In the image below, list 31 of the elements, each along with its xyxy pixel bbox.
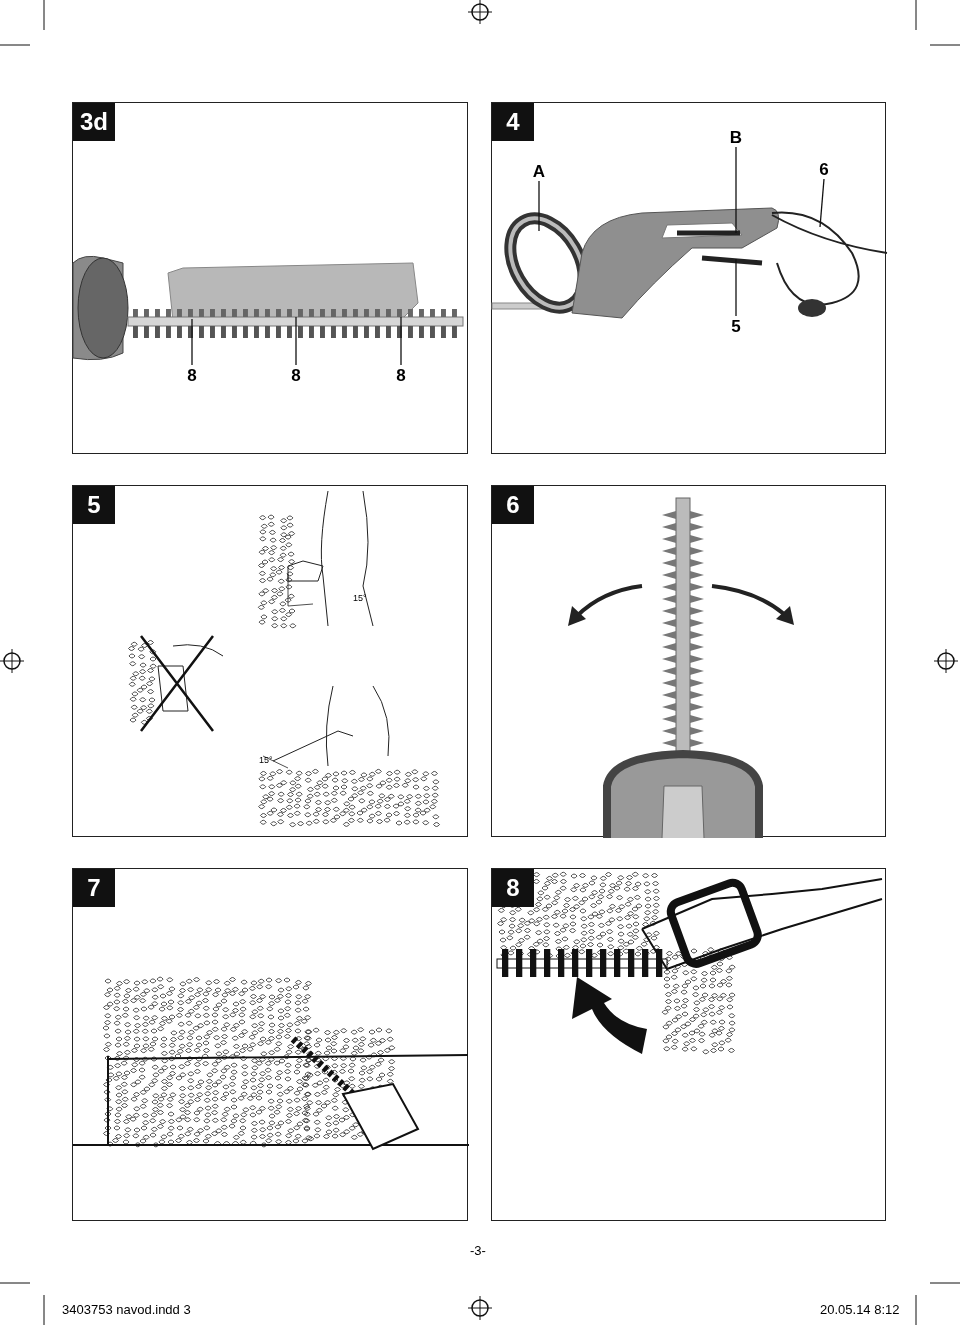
callout-number: 5 xyxy=(728,318,744,336)
figure-panel xyxy=(491,485,886,837)
angle-label: 15° xyxy=(353,593,367,603)
leader-line xyxy=(538,180,540,232)
leader-line xyxy=(735,146,737,234)
leader-line xyxy=(295,316,297,366)
callout-number: 8 xyxy=(288,367,304,385)
figure-panel xyxy=(491,102,886,454)
figure-number: 5 xyxy=(73,486,115,524)
leader-line xyxy=(400,316,402,366)
print-date: 20.05.14 8:12 xyxy=(820,1302,900,1317)
page-number: -3- xyxy=(470,1243,486,1258)
angle-label: 15° xyxy=(259,755,273,765)
figure-number: 3d xyxy=(73,103,115,141)
callout-number: 6 xyxy=(816,161,832,179)
callout-number: 8 xyxy=(393,367,409,385)
figure-number: 8 xyxy=(492,869,534,907)
file-name: 3403753 navod.indd 3 xyxy=(62,1302,191,1317)
figure-panel xyxy=(491,868,886,1221)
figure-panel xyxy=(72,485,468,837)
figure-number: 7 xyxy=(73,869,115,907)
figure-panel xyxy=(72,102,468,454)
figure-number: 6 xyxy=(492,486,534,524)
callout-number: A xyxy=(531,163,547,181)
leader-line xyxy=(735,258,737,317)
callout-number: 8 xyxy=(184,367,200,385)
callout-number: B xyxy=(728,129,744,147)
figure-panel xyxy=(72,868,468,1221)
leader-line xyxy=(191,318,193,366)
leader-line xyxy=(819,178,825,228)
figure-number: 4 xyxy=(492,103,534,141)
